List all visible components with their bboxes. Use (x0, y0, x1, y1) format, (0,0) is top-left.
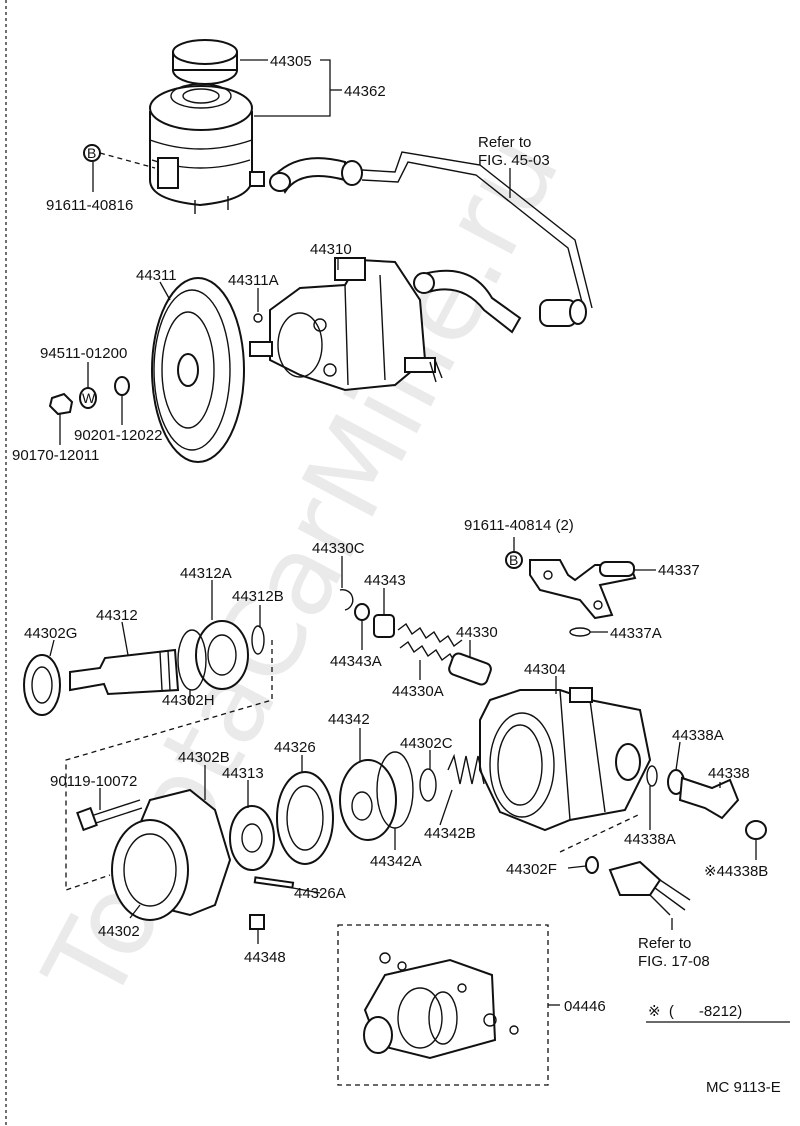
label-44311: 44311 (136, 267, 177, 284)
label-refer-to-2: Refer to (638, 935, 691, 952)
reservoir-tank (149, 83, 265, 214)
label-44310: 44310 (310, 241, 352, 258)
label-44362: 44362 (344, 83, 386, 100)
label-44343: 44343 (364, 572, 406, 589)
label-44348: 44348 (244, 949, 286, 966)
marker-w: W (82, 390, 96, 406)
label-44304: 44304 (524, 661, 566, 678)
assembly-dashed-outline (65, 640, 639, 891)
label-44302: 44302 (98, 923, 140, 940)
label-44312: 44312 (96, 607, 138, 624)
label-44342b: 44342B (424, 825, 476, 842)
label-44338b: ※44338B (704, 863, 768, 880)
label-44305: 44305 (270, 53, 312, 70)
label-44330c: 44330C (312, 540, 365, 557)
bearing-44312a (195, 620, 249, 690)
marker-b-bracket: B (509, 552, 518, 568)
o-ring-44337a (569, 627, 591, 637)
label-04446: 04446 (564, 998, 606, 1015)
rear-housing-44302 (111, 788, 232, 921)
shaft-44312 (69, 648, 180, 696)
pump-pulley (151, 277, 245, 463)
label-44337: 44337 (658, 562, 700, 579)
label-44302b: 44302B (178, 749, 230, 766)
label-90170-12011: 90170-12011 (12, 447, 99, 464)
label-44302f: 44302F (506, 861, 557, 878)
vane-pump-body (249, 257, 443, 392)
label-44302h: 44302H (162, 692, 215, 709)
note-serial-range: ※ ( -8212) (648, 1003, 742, 1020)
label-44326a: 44326A (294, 885, 346, 902)
woodruff-key-44311a (253, 313, 263, 323)
snap-ring-44302h (177, 629, 207, 691)
pin-44326a (253, 876, 295, 889)
o-ring-44302c (419, 768, 437, 802)
bracket-44337 (529, 559, 637, 620)
reservoir-cap (172, 39, 238, 85)
label-44312b: 44312B (232, 588, 284, 605)
label-90119-10072: 90119-10072 (50, 773, 137, 790)
snap-ring-44312b (251, 625, 265, 655)
relief-valve-parts (339, 588, 492, 686)
top-leader-lines (59, 59, 511, 445)
label-44312a: 44312A (180, 565, 232, 582)
label-44302g: 44302G (24, 625, 77, 642)
label-44326: 44326 (274, 739, 316, 756)
label-44343a: 44343A (330, 653, 382, 670)
label-94511-01200: 94511-01200 (40, 345, 127, 362)
label-fig-45-03: FIG. 45-03 (478, 152, 550, 169)
side-plate-44342 (339, 759, 397, 841)
marker-b-top: B (87, 145, 96, 161)
pressure-hose (413, 269, 587, 334)
label-44302c: 44302C (400, 735, 453, 752)
gasket-kit-04446 (363, 952, 519, 1060)
vane-44348 (249, 914, 265, 930)
figure-code: MC 9113-E (706, 1079, 781, 1096)
label-44313: 44313 (222, 765, 264, 782)
label-90201-12022: 90201-12022 (74, 427, 162, 444)
nut (48, 392, 74, 416)
label-44342: 44342 (328, 711, 370, 728)
label-44311a: 44311A (228, 272, 279, 289)
label-44338a-bottom: 44338A (624, 831, 676, 848)
plate-washer (114, 376, 130, 396)
label-44338a-top: 44338A (672, 727, 724, 744)
return-hose-and-pipe (269, 151, 593, 311)
bolt-90119-10072 (76, 799, 143, 832)
label-44330: 44330 (456, 624, 498, 641)
label-91611-40814: 91611-40814 (2) (464, 517, 574, 534)
label-91611-40816: 91611-40816 (46, 197, 133, 214)
pressure-switch (585, 856, 691, 916)
label-44330a: 44330A (392, 683, 444, 700)
cam-ring-44326 (276, 771, 334, 865)
union-44338 (646, 765, 767, 840)
label-44338: 44338 (708, 765, 750, 782)
spring-44342b (447, 753, 485, 785)
rotor-44313 (229, 805, 275, 871)
label-refer-to-1: Refer to (478, 134, 531, 151)
oil-seal-44302g (23, 654, 61, 716)
bottom-leader-lines (49, 537, 757, 1006)
label-44342a: 44342A (370, 853, 422, 870)
front-housing-44304 (479, 687, 652, 832)
label-fig-17-08: FIG. 17-08 (638, 953, 710, 970)
label-44337a: 44337A (610, 625, 662, 642)
